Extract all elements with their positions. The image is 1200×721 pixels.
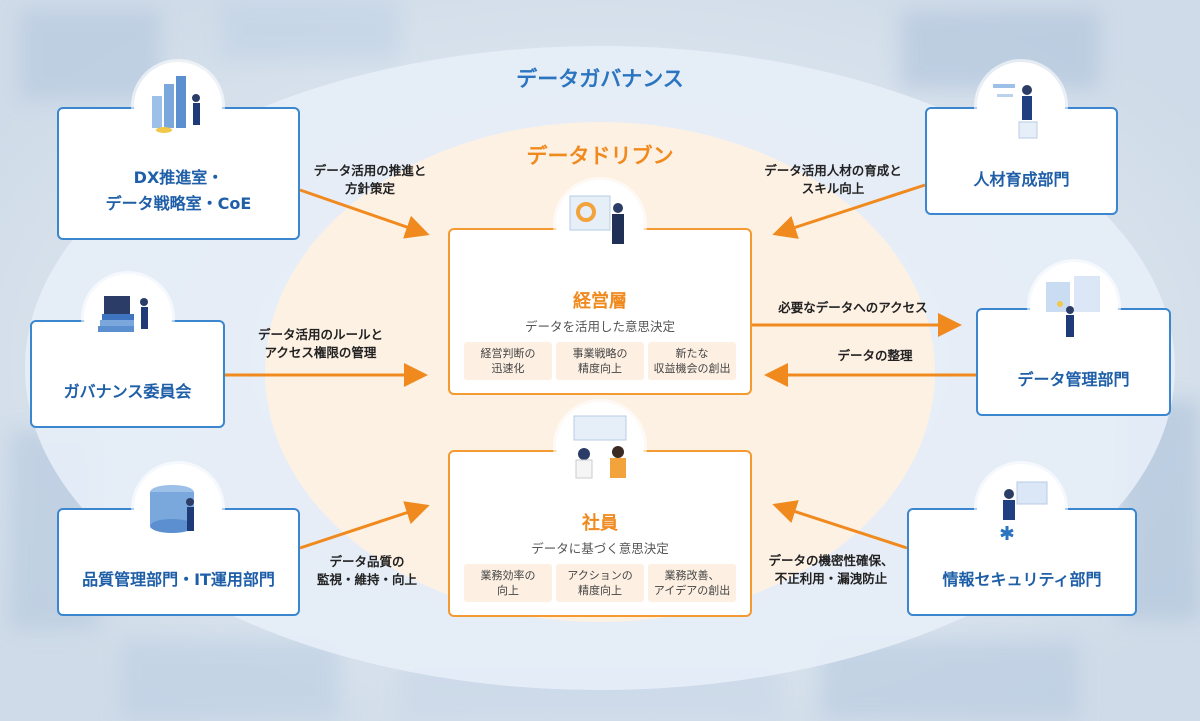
dept-hr-label: 人材育成部門 (973, 170, 1070, 189)
arrow-label-dx: データ活用の推進と 方針策定 (313, 163, 427, 196)
dept-data-mgmt-label: データ管理部門 (1017, 370, 1130, 389)
dept-quality-it-label: 品質管理部門・IT運用部門 (82, 570, 275, 589)
employees-box: 社員 データに基づく意思決定 業務効率の 向上 アクションの 精度向上 業務改善… (448, 450, 752, 617)
employees-title: 社員 (582, 513, 618, 534)
arrow-label-governance: データ活用のルールと アクセス権限の管理 (257, 327, 383, 360)
books-laptop-illustration (84, 274, 172, 362)
arrow-label-access: 必要なデータへのアクセス (778, 300, 928, 315)
employees-item: 業務改善、 アイデアの創出 (648, 564, 736, 602)
executive-subtitle: データを活用した意思決定 (524, 319, 675, 334)
employees-item: 業務効率の 向上 (464, 564, 552, 602)
arrow-label-organize: データの整理 (837, 348, 913, 363)
executive-item: 経営判断の 迅速化 (464, 342, 552, 380)
data-panels-illustration (1030, 262, 1118, 350)
arrow-label-hr: データ活用人材の育成と スキル向上 (764, 163, 902, 196)
dept-security-label: 情報セキュリティ部門 (942, 570, 1102, 589)
executive-title: 経営層 (573, 291, 627, 312)
employees-item: アクションの 精度向上 (556, 564, 644, 602)
database-illustration (134, 464, 222, 552)
executive-item: 事業戦略の 精度向上 (556, 342, 644, 380)
presenter-illustration (556, 180, 644, 268)
arrow-label-security: データの機密性確保、 不正利用・漏洩防止 (768, 553, 894, 586)
dept-governance-label: ガバナンス委員会 (63, 382, 192, 401)
executive-box: 経営層 データを活用した意思決定 経営判断の 迅速化 事業戦略の 精度向上 新た… (448, 228, 752, 395)
arrow-label-quality: データ品質の 監視・維持・向上 (316, 554, 417, 587)
workers-illustration (556, 402, 644, 490)
dept-dx-label: DX推進室・ データ戦略室・CoE (105, 167, 252, 213)
employees-subtitle: データに基づく意思決定 (531, 541, 669, 556)
business-person-illustration (977, 62, 1065, 150)
executive-item: 新たな 収益機会の創出 (648, 342, 736, 380)
server-people-illustration (134, 62, 222, 150)
data-governance-label: データガバナンス (516, 67, 684, 91)
data-driven-label: データドリブン (526, 144, 674, 168)
security-worker-illustration (977, 464, 1065, 552)
